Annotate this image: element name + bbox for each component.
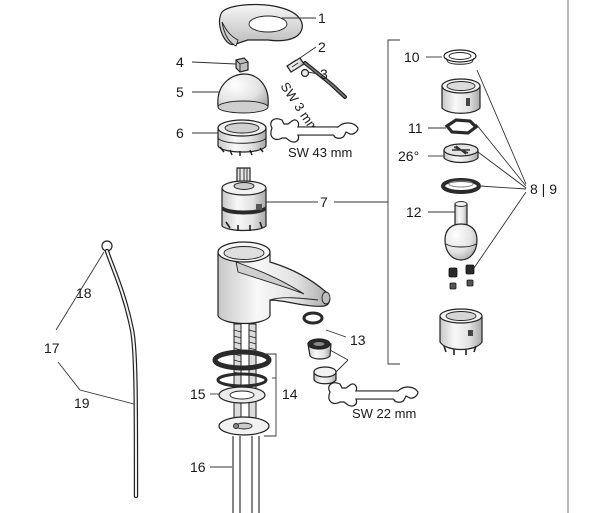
- part-label-17: 17: [44, 340, 60, 356]
- part-label-15: 15: [190, 386, 206, 402]
- part-label-10: 10: [404, 49, 420, 65]
- part-label-5: 5: [176, 84, 184, 100]
- aerator-washer: [302, 311, 324, 325]
- aerator-housing: [313, 366, 337, 385]
- leader-lines: [55, 17, 527, 468]
- part-label-4: 4: [176, 54, 184, 70]
- dome-cover: [217, 73, 269, 114]
- angle-limiter: [443, 143, 479, 164]
- pop-up-rod: [101, 240, 139, 499]
- part-label-11: 11: [408, 120, 423, 136]
- cartridge-sleeve: [441, 78, 481, 114]
- threaded-rods: [233, 323, 257, 421]
- aerator-insert: [307, 338, 332, 360]
- wrench-22mm-label: SW 22 mm: [352, 406, 416, 421]
- wrench-22mm: [328, 382, 419, 407]
- part-label-8-9: 8 | 9: [530, 181, 557, 197]
- screw-cap: [300, 68, 310, 78]
- flat-washer: [218, 386, 266, 404]
- guide-ring: [444, 118, 479, 135]
- part-label-18: 18: [76, 285, 92, 301]
- wrench-43mm-label: SW 43 mm: [288, 145, 352, 160]
- part-label-6: 6: [176, 125, 184, 141]
- part-label-16: 16: [190, 459, 206, 475]
- cap-ring: [443, 49, 477, 65]
- part-label-19: 19: [74, 395, 90, 411]
- lever-handle: [218, 3, 303, 47]
- wrench-43mm: [270, 118, 359, 143]
- angle-label: 26°: [398, 148, 419, 164]
- part-label-13: 13: [350, 332, 366, 348]
- small-insert: [235, 57, 249, 73]
- grub-screw: [286, 57, 305, 73]
- rubber-washer: [216, 372, 268, 388]
- part-label-7: 7: [320, 194, 328, 210]
- allen-key: [303, 61, 347, 99]
- cartridge-base: [439, 308, 483, 355]
- o-ring-seal: [212, 349, 272, 371]
- sealing-ring: [441, 178, 481, 194]
- mixer-body: [217, 241, 331, 325]
- part-label-1: 1: [318, 10, 326, 26]
- part-label-14: 14: [282, 386, 298, 402]
- lever-spindle: [444, 201, 478, 261]
- part-label-2: 2: [318, 39, 326, 55]
- flexible-hoses: [232, 436, 260, 513]
- cartridge: [221, 167, 267, 232]
- threaded-ring-nut: [217, 119, 267, 156]
- small-seals: [448, 264, 475, 290]
- part-label-3: 3: [320, 66, 328, 82]
- fixing-plate: [218, 416, 270, 436]
- part-label-12: 12: [406, 204, 422, 220]
